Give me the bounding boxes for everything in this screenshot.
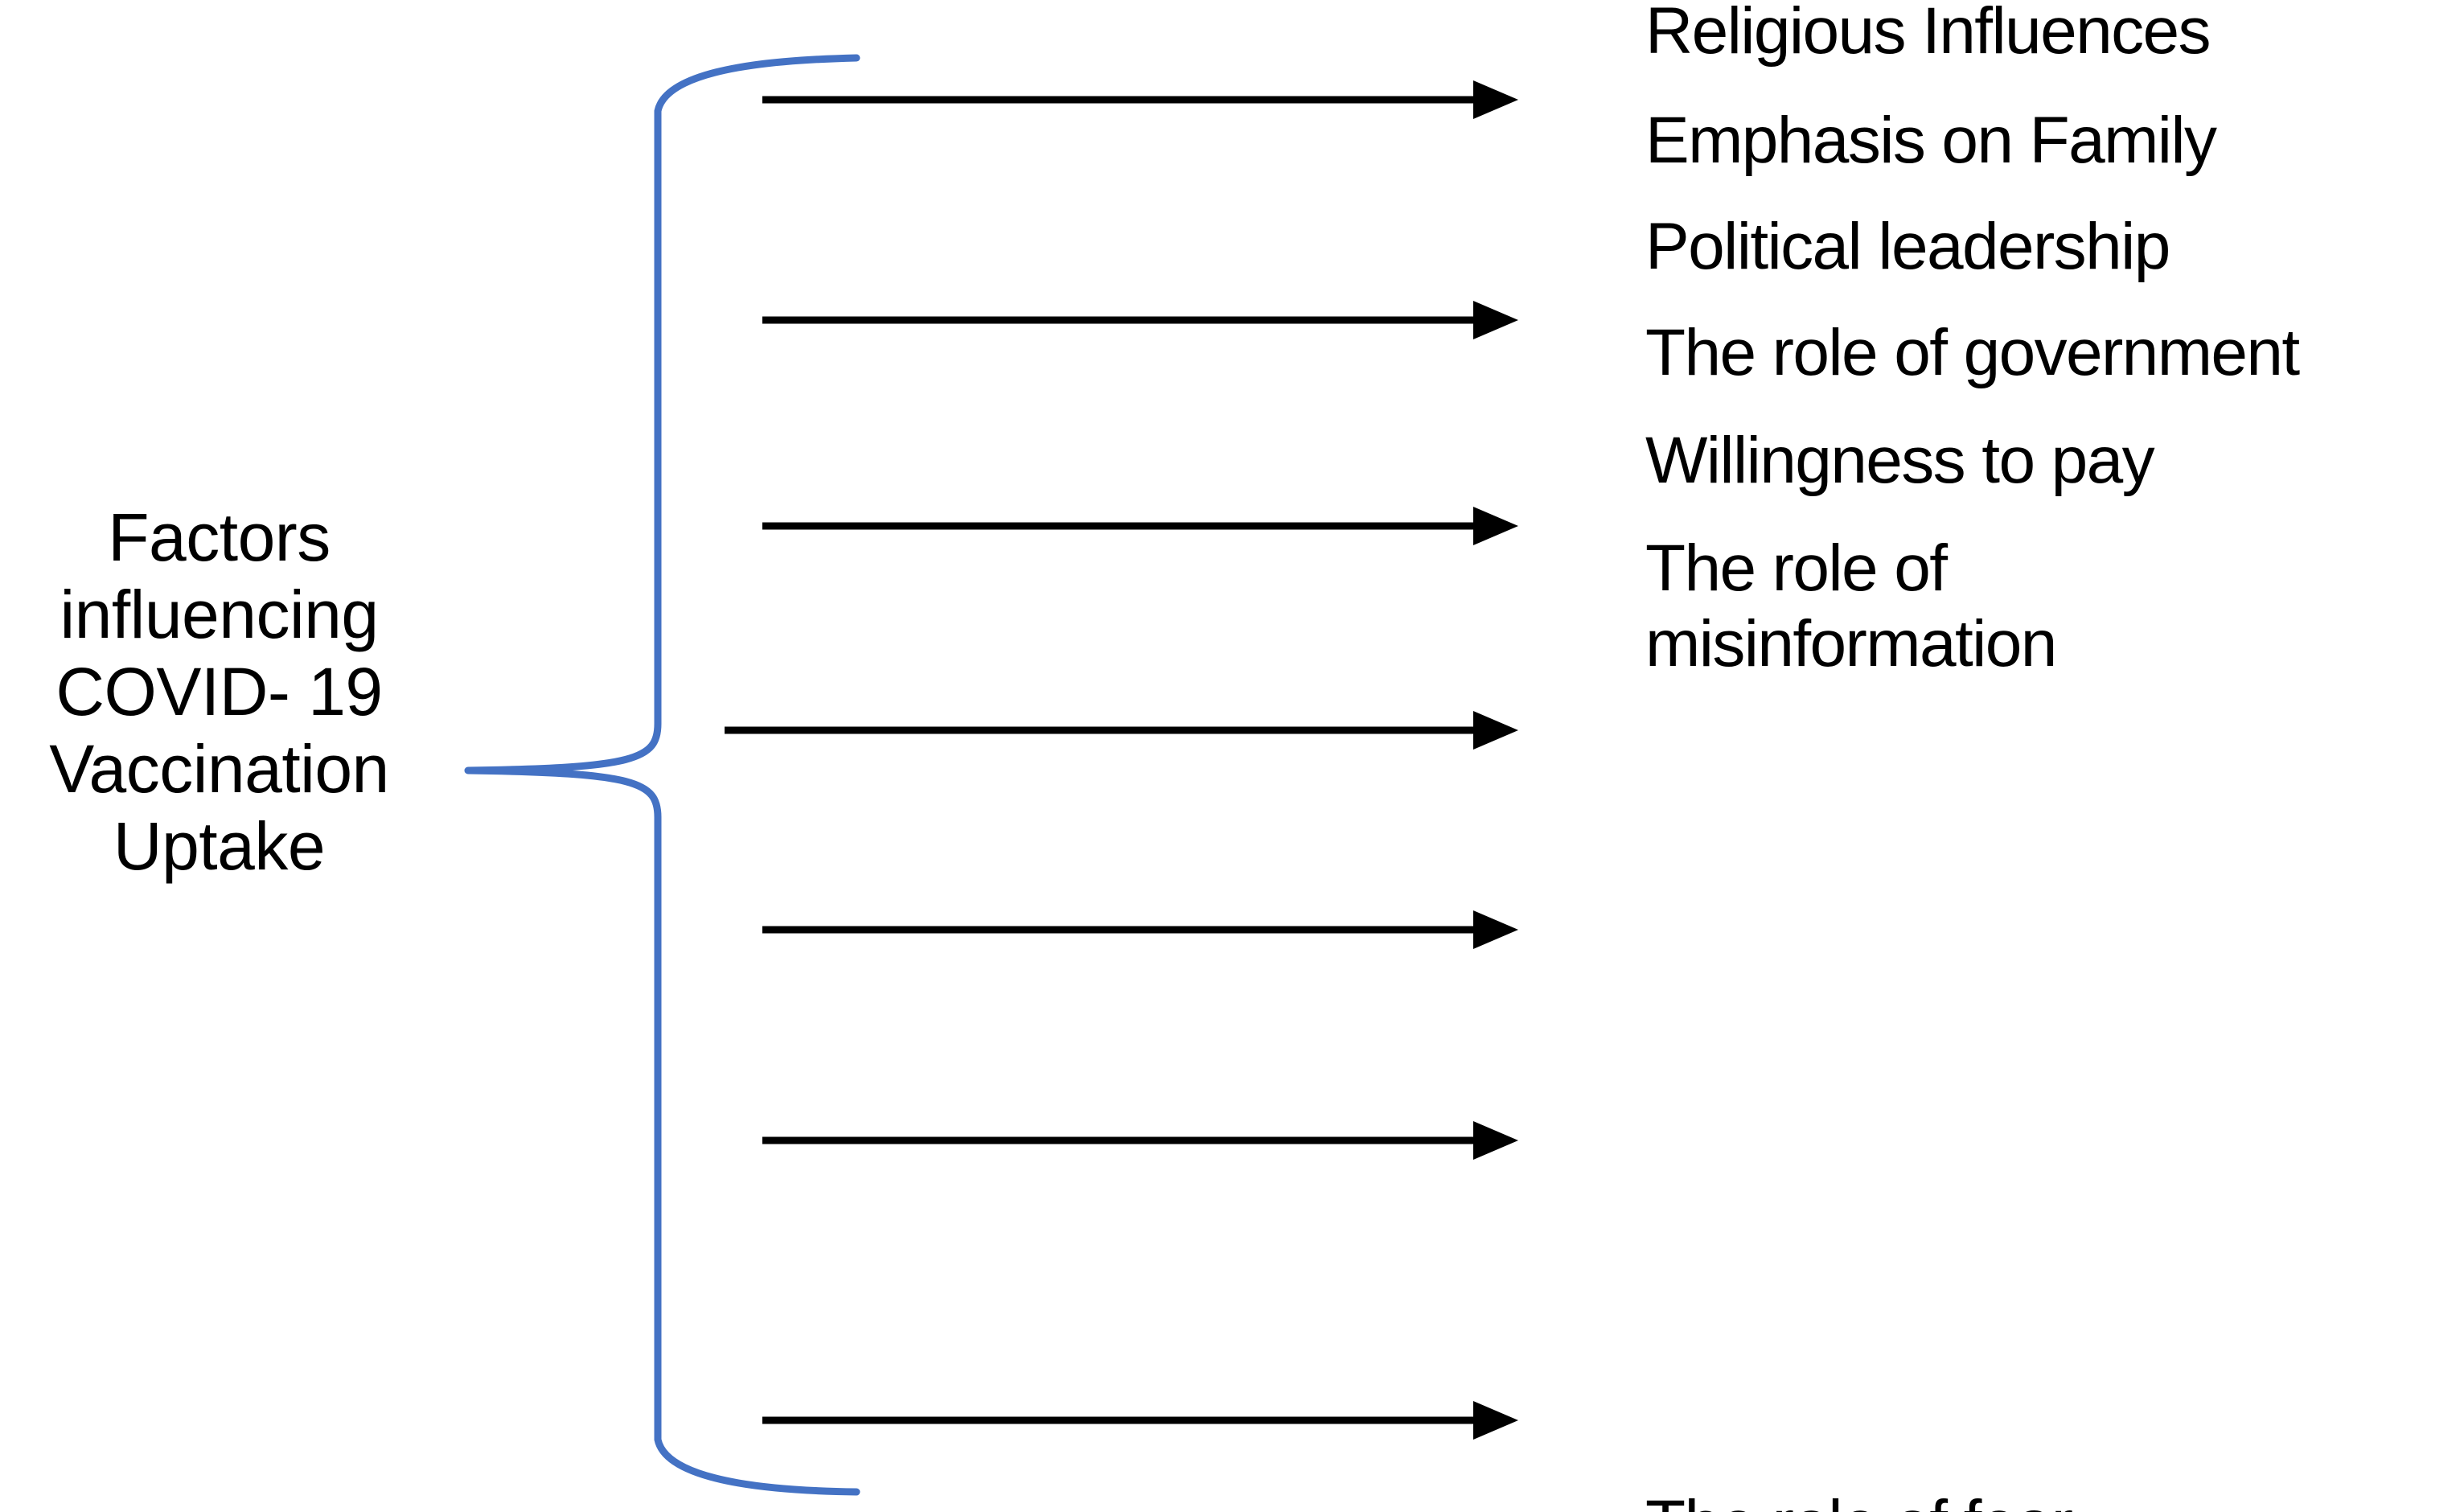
arrow-0 [762,80,1518,119]
root-label-line-4: Vaccination [49,731,389,807]
arrow-2 [762,507,1518,545]
arrow-5 [762,1121,1518,1160]
root-label: Factors influencing COVID- 19 Vaccinatio… [0,499,438,885]
arrow-shaft [725,726,1478,734]
root-label-line-2: influencing [60,577,379,652]
arrow-3 [725,711,1518,750]
arrowhead-icon [1473,1121,1518,1160]
arrow-shaft [762,926,1478,934]
arrowhead-icon [1473,910,1518,949]
factor-label-religious-influences: Religious Influences [1645,0,2211,68]
arrow-shaft [762,1136,1478,1144]
arrowhead-icon [1473,80,1518,119]
arrow-4 [762,910,1518,949]
arrow-1 [762,301,1518,339]
arrow-6 [762,1401,1518,1440]
arrow-shaft [762,316,1478,324]
arrowhead-icon [1473,301,1518,339]
factor-label-willingness-to-pay: Willingness to pay [1645,424,2155,497]
root-label-line-5: Uptake [113,808,326,884]
arrowhead-icon [1473,711,1518,750]
arrow-shaft [762,96,1478,104]
arrowhead-icon [1473,507,1518,545]
factor-label-role-of-fear: The role of fear [1645,1486,2464,1512]
factor-label-role-of-misinformation: The role of misinformation [1645,532,2057,680]
root-label-line-3: COVID- 19 [55,654,383,729]
root-label-line-1: Factors [108,499,331,575]
arrow-shaft [762,522,1478,530]
factor-label-role-of-government: The role of government [1645,316,2300,389]
factor-label-emphasis-on-family: Emphasis on Family [1645,104,2217,177]
factor-label-political-leadership: Political leadership [1645,210,2170,283]
arrow-shaft [762,1416,1478,1424]
arrowhead-icon [1473,1401,1518,1440]
